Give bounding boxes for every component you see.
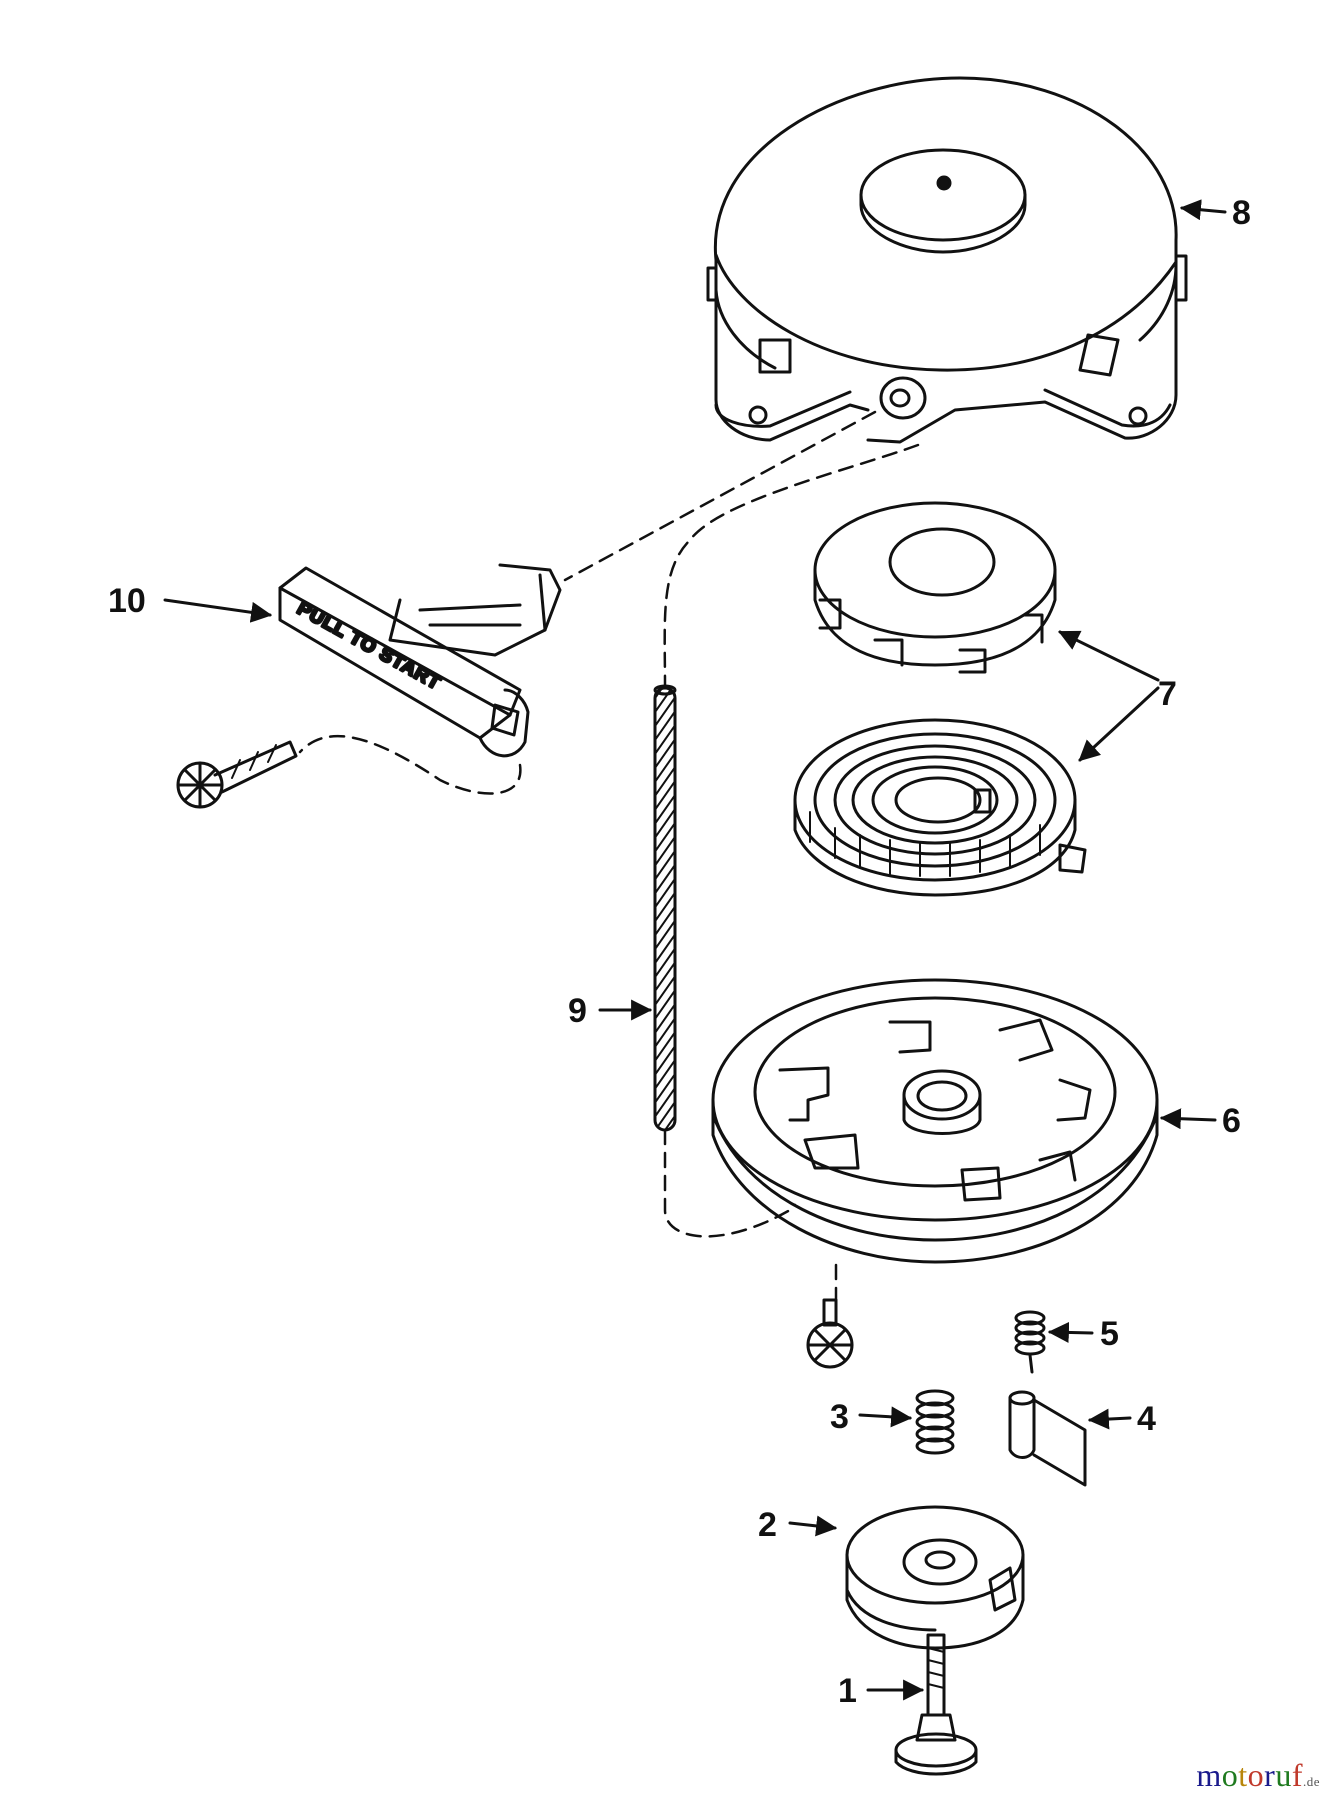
callout-7: 7 [1158,675,1177,713]
rope-routing-lines [298,410,920,1302]
callout-8: 8 [1232,194,1251,232]
callout-arrows [163,199,1227,1701]
handle-knot-screw [176,740,298,809]
callout-3: 3 [830,1398,849,1436]
part-9-rope [653,684,677,1132]
handle-label: PULL TO START [294,598,445,694]
part-2-retainer [845,1505,1025,1650]
part-6-pulley [711,978,1159,1264]
part-7-rewind-spring [793,718,1087,897]
watermark-suffix: .de [1302,1774,1320,1789]
watermark-letter: f [1291,1757,1303,1793]
callout-10: 10 [108,582,146,620]
watermark-letter: o [1221,1757,1239,1793]
motoruf-watermark: motoruf.de [1196,1757,1320,1794]
watermark-letter: r [1264,1757,1276,1793]
watermark-letter: o [1247,1757,1265,1793]
pulley-screw [806,1298,854,1369]
part-5-small-spring [1014,1310,1046,1374]
watermark-letter: t [1238,1757,1248,1793]
callout-1: 1 [838,1672,857,1710]
callout-5: 5 [1100,1315,1119,1353]
part-8-housing [706,76,1188,444]
part-4-pawl [1008,1390,1087,1487]
part-10-handle [278,563,562,758]
watermark-letter: u [1275,1757,1292,1793]
part-1-shoulder-screw [894,1633,978,1776]
part-7-retainer-cup [813,501,1057,674]
callout-4: 4 [1137,1400,1156,1438]
callout-2: 2 [758,1506,777,1544]
callout-9: 9 [568,992,587,1030]
watermark-letter: m [1196,1757,1222,1793]
callout-6: 6 [1222,1102,1241,1140]
part-3-brake-spring [915,1389,955,1455]
